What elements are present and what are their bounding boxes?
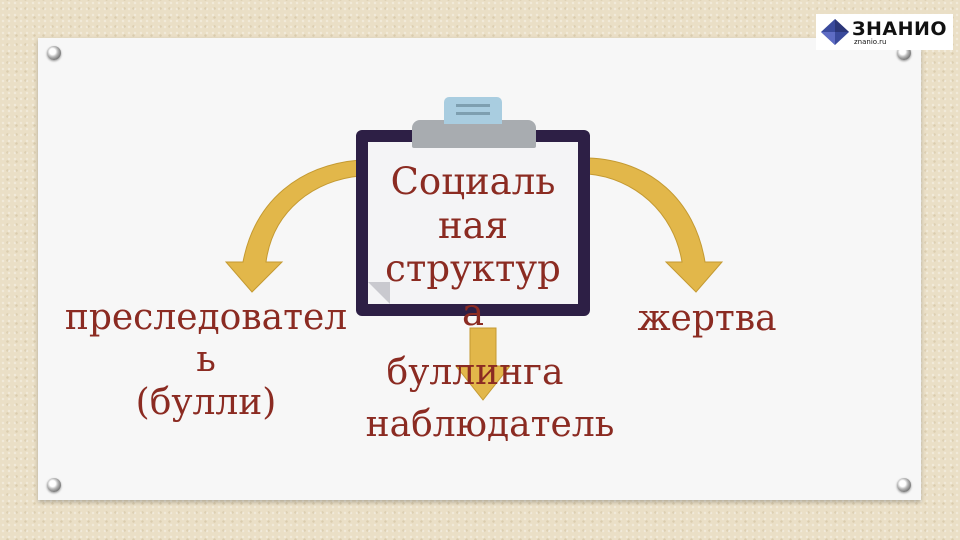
clipboard-paper <box>368 142 578 304</box>
clipboard-icon <box>356 130 590 316</box>
bully-label: преследовател ь (булли) <box>64 297 348 423</box>
bullying-label: буллинга <box>386 352 564 393</box>
clip-line <box>456 104 490 107</box>
logo-title: ЗНАНИО <box>852 18 948 40</box>
observer-label: наблюдатель <box>365 404 615 445</box>
pin-icon <box>897 478 911 492</box>
clip-head <box>444 97 502 124</box>
page-fold <box>368 282 390 304</box>
znanio-logo[interactable]: ЗНАНИО znanio.ru <box>816 14 953 50</box>
clip-line <box>456 112 490 115</box>
clip-bar <box>412 120 536 148</box>
logo-subtitle: znanio.ru <box>854 38 887 46</box>
pin-icon <box>47 478 61 492</box>
left-curved-arrow-icon <box>224 159 361 293</box>
center-label: Социаль ная структур а <box>385 160 561 334</box>
victim-label: жертва <box>637 298 777 339</box>
diamond-logo-icon <box>821 19 849 45</box>
down-arrow-icon <box>454 327 512 401</box>
right-curved-arrow-icon <box>587 157 724 293</box>
pin-icon <box>47 46 61 60</box>
